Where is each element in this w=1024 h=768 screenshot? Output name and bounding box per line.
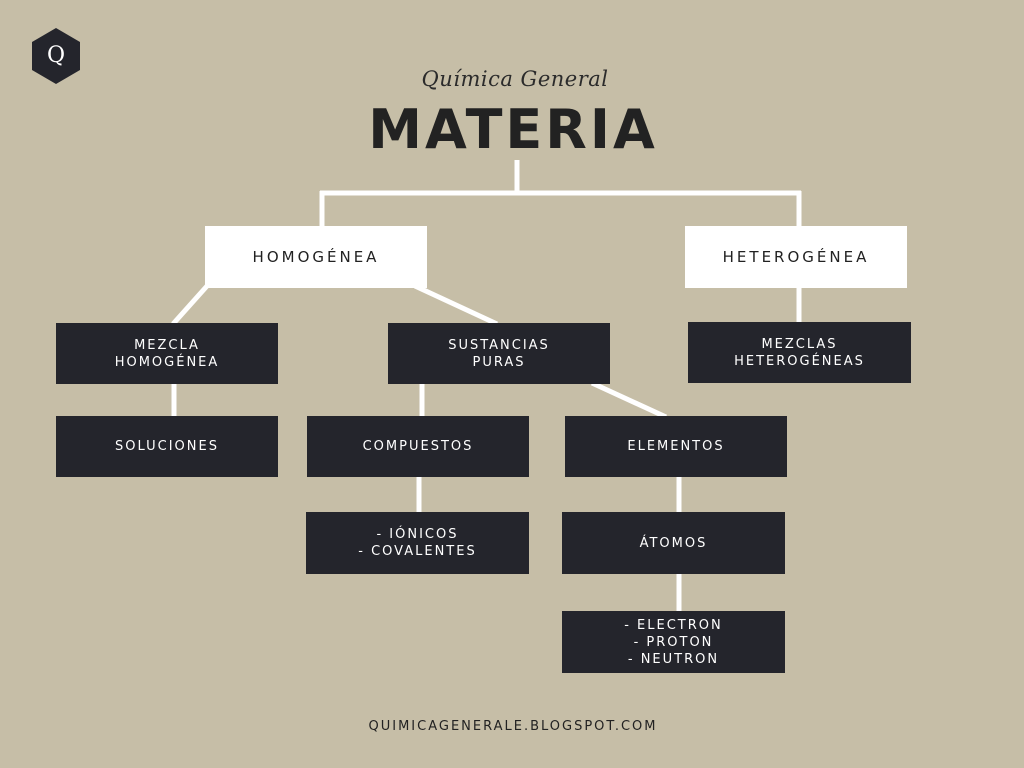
hexagon-logo-icon	[32, 28, 80, 84]
node-soluciones: SOLUCIONES	[56, 416, 278, 477]
node-mezcla-homogenea: MEZCLA HOMOGÉNEA	[56, 323, 278, 384]
node-compuestos: COMPUESTOS	[307, 416, 529, 477]
logo: Q	[32, 28, 80, 84]
node-heterogenea: HETEROGÉNEA	[685, 226, 907, 288]
connector-homogenea-sustancias	[413, 283, 499, 327]
logo-letter: Q	[46, 43, 66, 68]
connector-homogenea-mezcla	[171, 284, 209, 326]
node-homogenea: HOMOGÉNEA	[205, 226, 427, 288]
connector-sustancias-elementos	[590, 380, 668, 420]
node-atomos: ÁTOMOS	[562, 512, 785, 574]
node-mezclas-heterogeneas: MEZCLAS HETEROGÉNEAS	[688, 322, 911, 383]
footer-url: QUIMICAGENERALE.BLOGSPOT.COM	[368, 719, 658, 734]
node-ionicos-covalentes: - IÓNICOS - COVALENTES	[306, 512, 529, 574]
node-sustancias-puras: SUSTANCIAS PURAS	[388, 323, 610, 384]
page-subtitle: Química General	[421, 67, 609, 91]
node-elementos: ELEMENTOS	[565, 416, 787, 477]
node-particulas: - ELECTRON - PROTON - NEUTRON	[562, 611, 785, 673]
page-title: MATERIA	[368, 98, 658, 161]
